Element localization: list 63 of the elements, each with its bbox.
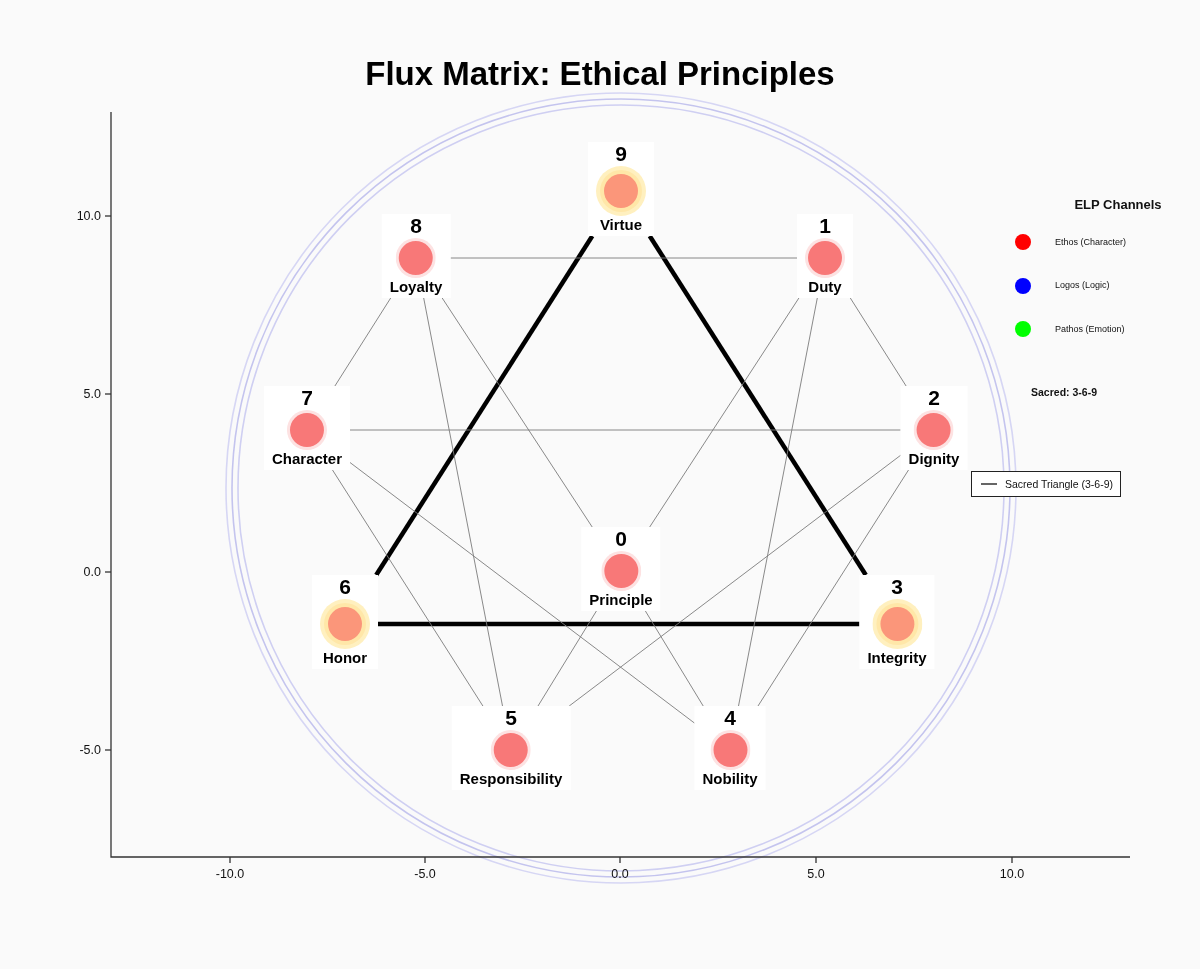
connector-line (349, 462, 695, 724)
node-label: Honor (322, 649, 368, 667)
node-number: 8 (410, 214, 422, 238)
node-label-panel (451, 706, 571, 790)
connector-line (332, 469, 484, 707)
node-label-panel (797, 214, 853, 298)
legend-title: ELP Channels (1074, 197, 1162, 213)
node-label: Character (272, 450, 342, 468)
axis-tick-label: -5.0 (414, 866, 436, 882)
axis-tick-label: 5.0 (83, 386, 101, 402)
note-text: Sacred: 3-6-9 (1031, 385, 1097, 399)
node-number: 5 (505, 706, 517, 730)
node-number: 7 (301, 386, 313, 410)
legend-text: Ethos (Character) (1055, 236, 1127, 248)
connector-line (757, 469, 909, 707)
node-label-panel (264, 386, 350, 470)
connector-line (334, 297, 392, 387)
connector-line (423, 297, 503, 707)
node-number: 9 (615, 142, 627, 166)
node-label-panel (581, 527, 661, 611)
node-label-panel (312, 575, 378, 669)
axis-tick-label: 10.0 (76, 208, 101, 224)
legend-text: Sacred Triangle (3-6-9) (1005, 477, 1113, 491)
axis-tick-label: -10.0 (215, 866, 245, 882)
connector-line (649, 297, 800, 528)
axis-tick-label: 0.0 (611, 866, 629, 882)
connector-line (374, 234, 595, 577)
legend-text: Logos (Logic) (1055, 280, 1110, 291)
node-label: Duty (808, 278, 842, 296)
node-number: 6 (339, 575, 351, 599)
node-label: Responsibility (459, 770, 563, 788)
connector-line (568, 454, 902, 707)
connector-line (738, 297, 818, 707)
node-number: 0 (615, 527, 627, 551)
axis-tick-label: 5.0 (807, 866, 825, 882)
connector-line (441, 297, 593, 528)
axis-tick-label: 10.0 (999, 866, 1025, 882)
connector-line (644, 610, 704, 707)
node-number: 4 (724, 706, 736, 730)
node-label-panel (859, 575, 935, 669)
node-label: Principle (589, 591, 653, 609)
node-label-panel (900, 386, 968, 470)
node-label-panel (381, 214, 451, 298)
connector-line (449, 257, 798, 259)
axis-tick-label: -5.0 (79, 742, 101, 758)
node-label: Loyalty (389, 278, 443, 296)
node-number: 1 (819, 214, 831, 238)
node-label: Integrity (867, 649, 927, 667)
node-label: Dignity (908, 450, 960, 468)
connector-line (647, 234, 868, 577)
node-label: Nobility (702, 770, 758, 788)
axis-tick-label: 0.0 (83, 564, 101, 580)
connector-line (378, 621, 860, 627)
connector-line (349, 429, 902, 431)
node-label-panel (588, 142, 654, 236)
node-label-panel (694, 706, 766, 790)
chart-title: Flux Matrix: Ethical Principles (365, 56, 835, 92)
node-label: Virtue (599, 216, 643, 234)
node-number: 2 (928, 386, 940, 410)
connector-line (537, 610, 597, 707)
legend-text: Pathos (Emotion) (1055, 323, 1125, 335)
connector-line (849, 297, 907, 387)
node-number: 3 (891, 575, 903, 599)
